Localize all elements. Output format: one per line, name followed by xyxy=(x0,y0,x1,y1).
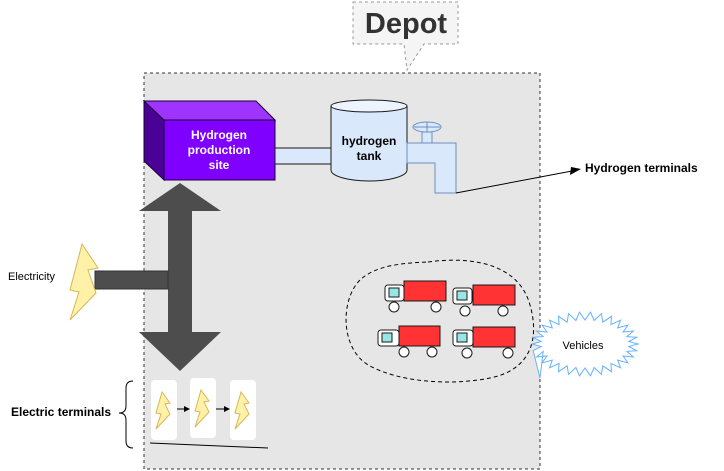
vehicles-boundary xyxy=(345,259,535,383)
truck-2 xyxy=(452,284,516,317)
outlet-tap xyxy=(406,121,457,194)
truck-1 xyxy=(384,280,447,313)
depot-title-callout: Depot xyxy=(352,1,459,72)
hydrogen-production-site: Hydrogen production site xyxy=(142,99,277,182)
tank-label-line1: hydrogen xyxy=(342,134,397,148)
tank-label-line2: tank xyxy=(357,149,382,163)
production-tank-pipe xyxy=(274,147,332,165)
terminal-bolt-icon-2 xyxy=(194,388,210,428)
electric-terminals-label: Electric terminals xyxy=(11,405,111,419)
hydrogen-terminals-arrow xyxy=(455,170,573,194)
hydrogen-terminals-label: Hydrogen terminals xyxy=(585,161,698,175)
production-label-line2: production xyxy=(188,143,251,157)
electric-terminals-brace xyxy=(118,380,134,449)
truck-3 xyxy=(377,325,441,358)
electric-terminal-3 xyxy=(230,380,256,440)
electricity-connector xyxy=(94,270,169,290)
vehicles-label: Vehicles xyxy=(563,340,604,352)
electricity-label: Electricity xyxy=(8,271,56,283)
double-arrow xyxy=(139,183,221,371)
hydrogen-tank: hydrogen tank xyxy=(330,99,408,182)
depot-title: Depot xyxy=(365,8,448,40)
truck-4 xyxy=(452,326,516,359)
electric-terminal-2 xyxy=(190,378,216,438)
electric-terminal-1 xyxy=(151,380,177,440)
production-label-line3: site xyxy=(209,158,230,172)
production-label-line1: Hydrogen xyxy=(191,128,247,142)
electricity-bolt-icon xyxy=(69,242,99,321)
terminal-bolt-icon-3 xyxy=(234,390,250,430)
terminals-baseline xyxy=(149,442,269,449)
terminal-bolt-icon-1 xyxy=(155,390,171,430)
vehicles-callout: Vehicles xyxy=(530,311,640,379)
